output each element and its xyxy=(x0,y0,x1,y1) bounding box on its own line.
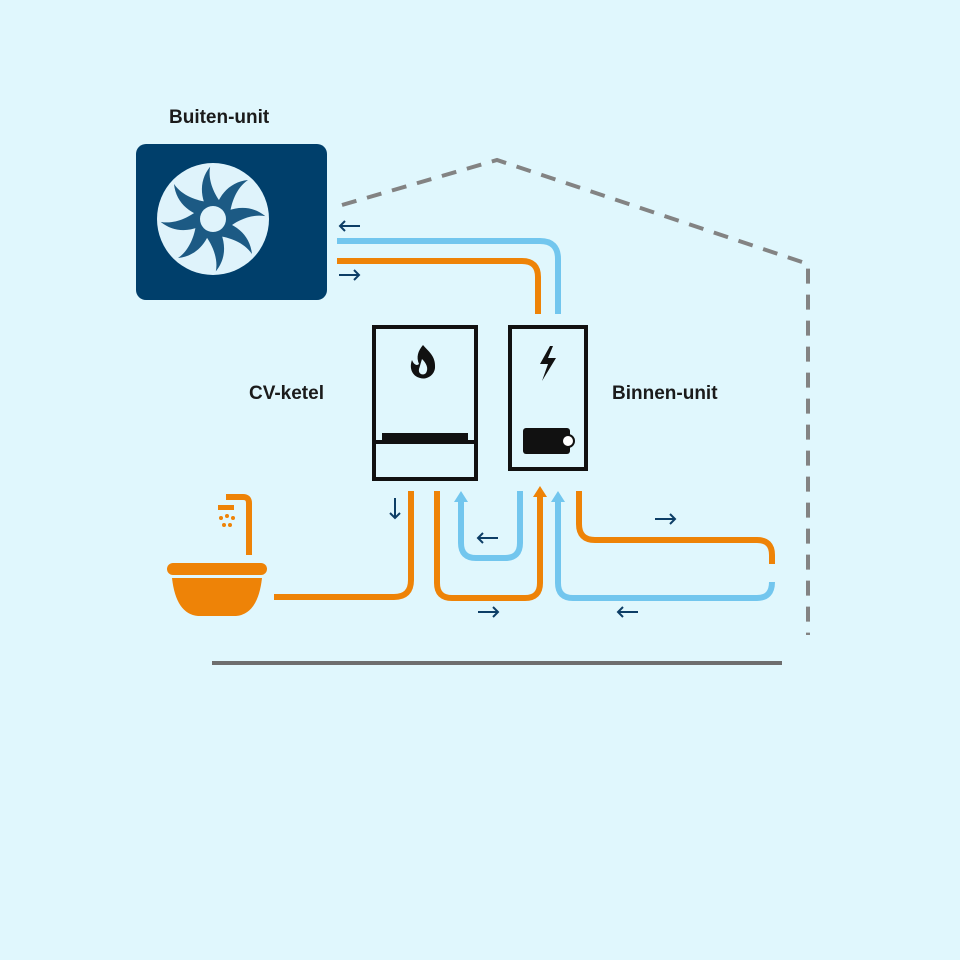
flow-arrow-right xyxy=(478,606,500,618)
flow-arrow-down xyxy=(389,498,401,520)
bathtub-icon xyxy=(167,563,267,616)
cold-pipe-floor-return xyxy=(555,500,775,601)
flame-icon xyxy=(410,345,436,379)
hot-pipe-arrowhead xyxy=(533,486,547,497)
shower-icon xyxy=(218,494,252,555)
hot-pipe-to-bath xyxy=(274,491,414,600)
outdoor-unit-label: Buiten-unit xyxy=(169,107,270,128)
floor-heating-icon xyxy=(551,491,775,601)
display-icon xyxy=(523,428,575,454)
flow-arrow-right xyxy=(339,269,361,281)
indoor-unit-label: Binnen-unit xyxy=(612,383,718,404)
boiler-label: CV-ketel xyxy=(249,383,324,404)
hot-pipe-floor-supply xyxy=(576,491,775,564)
cold-pipe-to-boiler xyxy=(458,491,523,561)
outdoor-unit xyxy=(136,144,327,300)
cold-pipe-outdoor-return xyxy=(337,238,561,314)
indoor-unit xyxy=(508,325,588,471)
flow-arrow-left xyxy=(616,606,638,618)
lightning-icon xyxy=(540,346,556,381)
cold-pipe-arrowhead-indoor xyxy=(551,491,565,502)
house-outline xyxy=(341,157,810,635)
boiler xyxy=(372,325,478,481)
hot-pipe-boiler-loop xyxy=(434,491,543,601)
flow-arrow-left xyxy=(338,220,360,232)
hot-pipe-outdoor-supply xyxy=(337,258,541,314)
fan-icon xyxy=(157,163,269,275)
cold-pipe-arrowhead-boiler xyxy=(454,491,468,502)
flow-arrow-left xyxy=(476,532,498,544)
flow-arrow-right xyxy=(655,513,677,525)
